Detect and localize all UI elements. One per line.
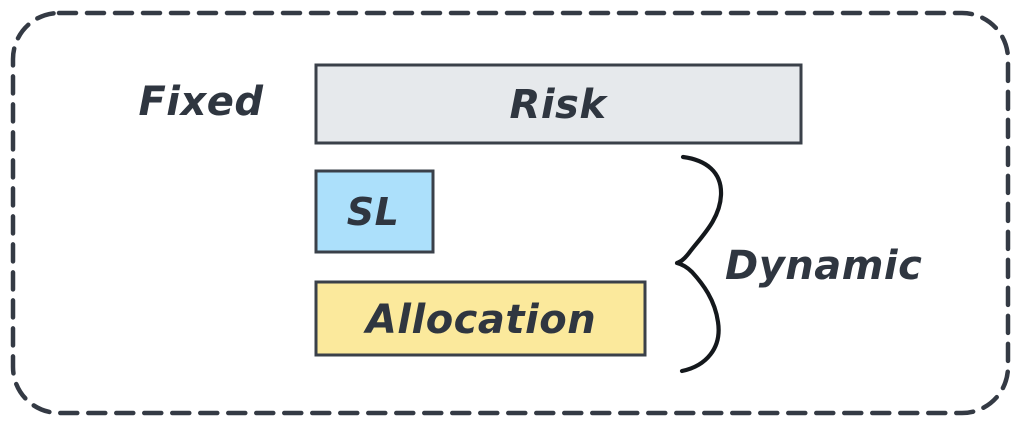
risk-box: Risk: [314, 63, 803, 145]
curly-brace-icon: [674, 154, 724, 374]
allocation-box: Allocation: [314, 280, 647, 357]
risk-box-rect: [314, 63, 803, 145]
outer-dashed-frame: [10, 10, 1011, 416]
dynamic-label: Dynamic: [725, 243, 922, 289]
sl-box-label: SL: [347, 190, 400, 234]
risk-box-label: Risk: [510, 82, 609, 128]
sl-box: SL: [314, 169, 435, 254]
allocation-box-label: Allocation: [363, 297, 596, 343]
allocation-box-rect: [314, 280, 647, 357]
fixed-label: Fixed: [138, 79, 263, 125]
sl-box-rect: [314, 169, 435, 254]
